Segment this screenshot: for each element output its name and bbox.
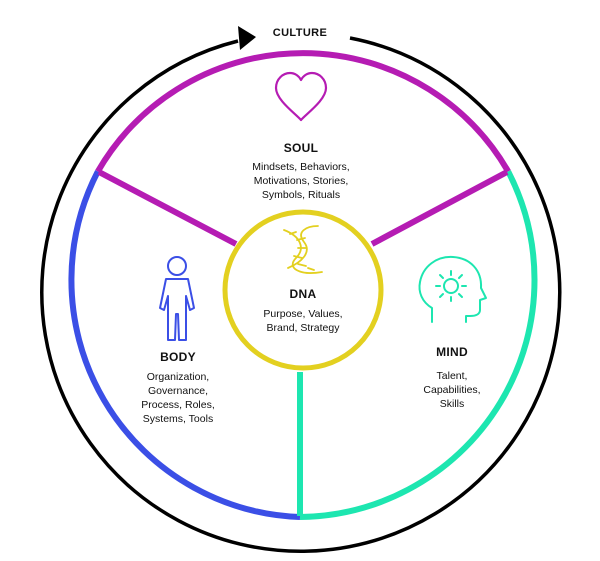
mind-line-1: Talent, xyxy=(437,370,468,382)
mind-title: MIND xyxy=(436,345,468,359)
soul-body-divider xyxy=(97,169,238,247)
mind-line-2: Capabilities, xyxy=(423,384,480,396)
dna-title: DNA xyxy=(290,287,317,301)
soul-line-1: Mindsets, Behaviors, xyxy=(252,161,349,173)
culture-ring-arc xyxy=(40,36,562,554)
dna-circle xyxy=(222,209,384,371)
mind-line-3: Skills xyxy=(440,398,465,410)
body-line-2: Governance, xyxy=(148,385,208,397)
body-arc xyxy=(68,170,301,520)
body-line-4: Systems, Tools xyxy=(143,413,213,425)
mind-arc xyxy=(299,170,538,520)
culture-arrow-icon xyxy=(238,26,256,50)
soul-arc xyxy=(95,50,511,174)
culture-ring: CULTURE xyxy=(40,26,562,554)
culture-label: CULTURE xyxy=(273,27,328,39)
body-line-3: Process, Roles, xyxy=(141,399,215,411)
dna-line-2: Brand, Strategy xyxy=(267,322,341,334)
soul-mind-divider xyxy=(370,169,509,247)
heart-icon xyxy=(274,71,328,122)
soul-line-3: Symbols, Rituals xyxy=(262,189,340,201)
head-lightbulb-icon xyxy=(418,255,487,323)
soul-line-2: Motivations, Stories, xyxy=(254,175,349,187)
soul-title: SOUL xyxy=(284,141,319,155)
body-title: BODY xyxy=(160,350,196,364)
person-icon xyxy=(159,256,195,341)
dna-helix-icon xyxy=(283,225,323,274)
body-line-1: Organization, xyxy=(147,371,209,383)
dna-line-1: Purpose, Values, xyxy=(263,308,342,320)
